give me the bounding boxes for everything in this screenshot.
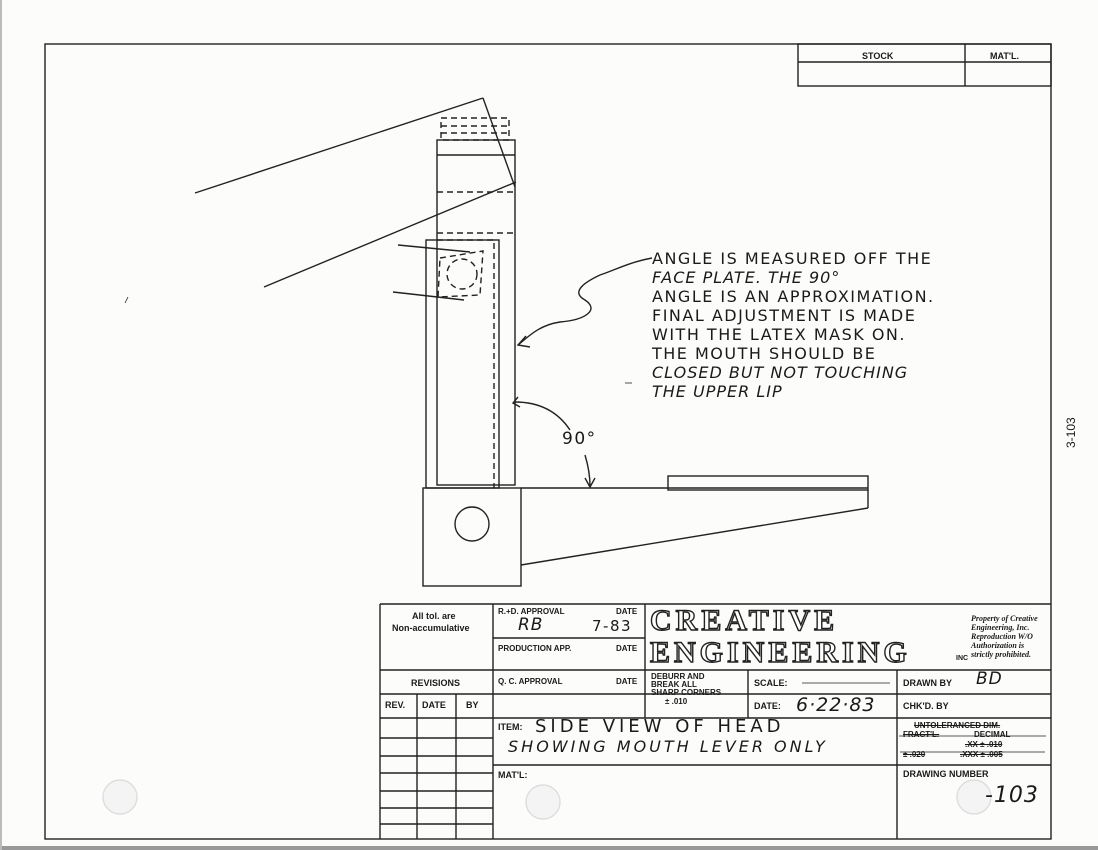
sheet-border — [44, 43, 1052, 840]
revisions-header: REVISIONS — [411, 678, 461, 688]
deburr-note: SHARP CORNERS — [651, 688, 722, 697]
drawn-initials: BD — [976, 669, 1003, 689]
item-label: ITEM: — [498, 722, 523, 732]
drawing-number-label: DRAWING NUMBER — [903, 769, 989, 779]
decimal-label: DECIMAL — [974, 730, 1011, 739]
angle-label: 90° — [562, 429, 597, 449]
date-col-header: DATE — [422, 700, 446, 710]
tolerance-fract: ± .020 — [903, 750, 926, 759]
rd-approval-label: R.+D. APPROVAL — [498, 607, 565, 616]
date-label: DATE: — [754, 701, 781, 711]
date-value: 6·22·83 — [796, 694, 876, 716]
note-line: WITH THE LATEX MASK ON. — [652, 325, 906, 344]
stock-header: STOCK — [862, 51, 894, 61]
note-line: THE MOUTH SHOULD BE — [652, 344, 877, 363]
face-plate-lower — [263, 181, 517, 288]
fract-label: FRACT'L. — [903, 730, 940, 739]
scale-label: SCALE: — [754, 678, 788, 688]
rev-col-header: REV. — [385, 700, 406, 710]
company-logo-line2: ENGINEERING — [649, 636, 911, 669]
production-app-label: PRODUCTION APP. — [498, 644, 572, 653]
note-line: THE UPPER LIP — [652, 382, 783, 401]
matl-header: MAT'L. — [990, 51, 1019, 61]
rd-date-label: DATE — [616, 607, 638, 616]
deburr-note: ± .010 — [665, 697, 688, 706]
qc-date-label: DATE — [616, 677, 638, 686]
property-note: Property of Creative Engineering, Inc. R… — [971, 614, 1038, 659]
rd-initials: RB — [518, 615, 544, 635]
qc-approval-label: Q. C. APPROVAL — [498, 677, 563, 686]
production-date-label: DATE — [616, 644, 638, 653]
deburr-note: BREAK ALL — [651, 680, 697, 689]
note-line: ANGLE IS MEASURED OFF THE — [652, 249, 933, 268]
item-line2: SHOWING MOUTH LEVER ONLY — [508, 737, 828, 756]
deburr-note: DEBURR AND — [651, 672, 705, 681]
note-line: FACE PLATE. THE 90° — [652, 268, 841, 287]
note-line: CLOSED BUT NOT TOUCHING — [652, 363, 909, 382]
tolerance-note: Non-accumulative — [392, 623, 470, 633]
side-code: 3-103 — [1064, 417, 1078, 448]
tolerance-xx: .XX ± .010 — [965, 740, 1003, 749]
note-line: ANGLE IS AN APPROXIMATION. — [652, 287, 935, 306]
note-leader — [517, 257, 653, 346]
drawn-by-label: DRAWN BY — [903, 678, 952, 688]
chkd-by-label: CHK'D. BY — [903, 701, 949, 711]
tolerance-xxx: .XXX ± .005 — [960, 750, 1003, 759]
item-line1: SIDE VIEW OF HEAD — [535, 716, 785, 737]
stock-box — [797, 43, 1052, 87]
rd-date: 7-83 — [592, 617, 633, 635]
face-plate-upper — [194, 97, 484, 194]
untoleranced-dim: UNTOLERANCED DIM. — [914, 721, 1001, 730]
company-inc: INC — [956, 655, 969, 662]
tolerance-note: All tol. are — [412, 611, 456, 621]
drawing-number: -103 — [985, 783, 1039, 808]
matl-label: MAT'L: — [498, 770, 528, 780]
note-line: FINAL ADJUSTMENT IS MADE — [652, 306, 917, 325]
by-col-header: BY — [466, 700, 479, 710]
company-logo-line1: CREATIVE — [649, 604, 839, 637]
